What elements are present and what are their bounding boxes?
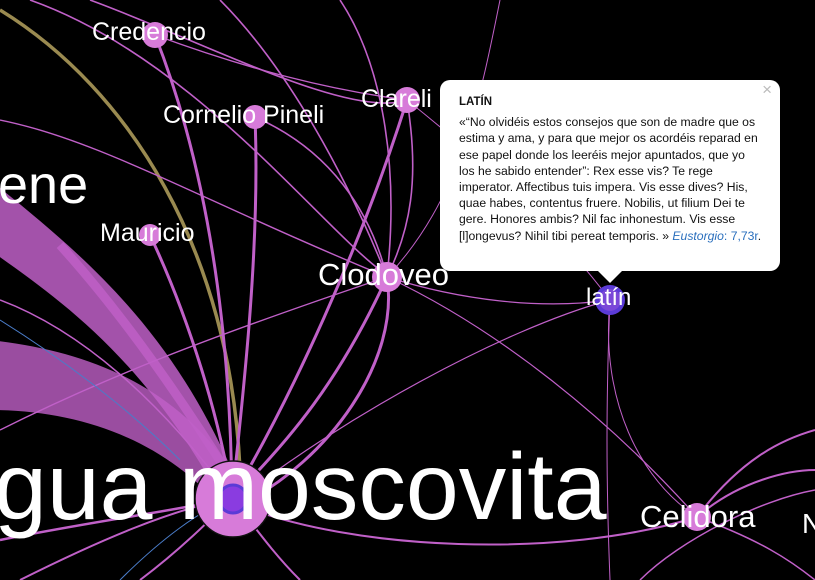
edge-blue-1 <box>0 319 181 461</box>
tooltip-arrow <box>597 270 623 283</box>
edge-arc-19 <box>606 299 611 580</box>
node-tooltip: × LATÍN «“No olvidéis estos consejos que… <box>440 80 780 271</box>
label-cornelio-pineli[interactable]: Cornelio Pineli <box>163 101 325 129</box>
edge-band-lengua-left <box>0 341 232 520</box>
edge-arc-3 <box>219 0 388 278</box>
edge-band-mauricio <box>56 241 236 483</box>
tooltip-quote: «“No olvidéis estos consejos que son de … <box>459 115 758 243</box>
edge-arc-7 <box>154 34 408 101</box>
label-latin[interactable]: latín <box>586 284 632 311</box>
close-icon[interactable]: × <box>762 80 772 99</box>
edge-olive-arc <box>0 8 242 471</box>
edge-hub-celidora <box>239 504 698 546</box>
label-lengua-moscovita[interactable]: gua moscovita <box>0 434 607 540</box>
edge-arc-20 <box>696 429 815 518</box>
label-celidora[interactable]: Celidora <box>640 499 756 534</box>
edge-band-lengua-ene <box>0 188 232 520</box>
label-credencio[interactable]: Credencio <box>92 18 206 46</box>
edge-arc-10 <box>386 276 611 305</box>
tooltip-title: LATÍN <box>459 96 493 108</box>
tooltip-page-link[interactable]: 7,73r <box>730 228 758 243</box>
node-mauricio[interactable] <box>139 224 161 246</box>
edge-hub-clareli <box>230 99 409 499</box>
edge-arc-4 <box>339 0 392 278</box>
edge-hub-latin <box>239 299 611 499</box>
edge-arc-8 <box>0 119 388 278</box>
edge-hub-clodoveo-2 <box>239 276 390 507</box>
edge-arc-9 <box>0 276 388 431</box>
label-mauricio[interactable]: Mauricio <box>100 219 195 247</box>
node-clareli[interactable] <box>394 87 420 113</box>
label-ene[interactable]: ene <box>0 155 89 215</box>
edge-arc-18 <box>607 299 698 518</box>
edge-arc-21 <box>696 469 815 518</box>
node-celidora[interactable] <box>683 503 711 531</box>
node-clodoveo[interactable] <box>372 262 402 292</box>
tooltip-source-link[interactable]: Eustorgio <box>672 228 724 243</box>
edge-arc-17 <box>0 299 233 499</box>
edge-hub-cornelio <box>230 116 258 499</box>
tooltip-separator: : <box>723 228 728 243</box>
edge-arc-6 <box>254 116 388 278</box>
node-lengua-moscovita-highlight <box>217 483 249 515</box>
edge-hub-credencio <box>153 34 234 499</box>
edge-arc-22 <box>639 489 815 580</box>
label-clareli[interactable]: Clareli <box>361 85 432 113</box>
edge-arc-11 <box>386 276 698 518</box>
node-latin-inner <box>599 289 621 311</box>
label-edge-n[interactable]: N <box>802 508 815 539</box>
edge-arc-1 <box>29 0 391 278</box>
edge-arc-2 <box>89 0 408 104</box>
edge-arc-23 <box>696 516 815 580</box>
node-credencio[interactable] <box>142 22 168 48</box>
edge-arc-5 <box>386 99 414 278</box>
tooltip-body: «“No olvidéis estos consejos que son de … <box>459 114 762 244</box>
graph-nodes[interactable] <box>139 22 711 538</box>
tooltip-end: . <box>757 228 762 243</box>
node-cornelio-pineli[interactable] <box>243 105 267 129</box>
label-clodoveo[interactable]: Clodoveo <box>318 257 449 292</box>
